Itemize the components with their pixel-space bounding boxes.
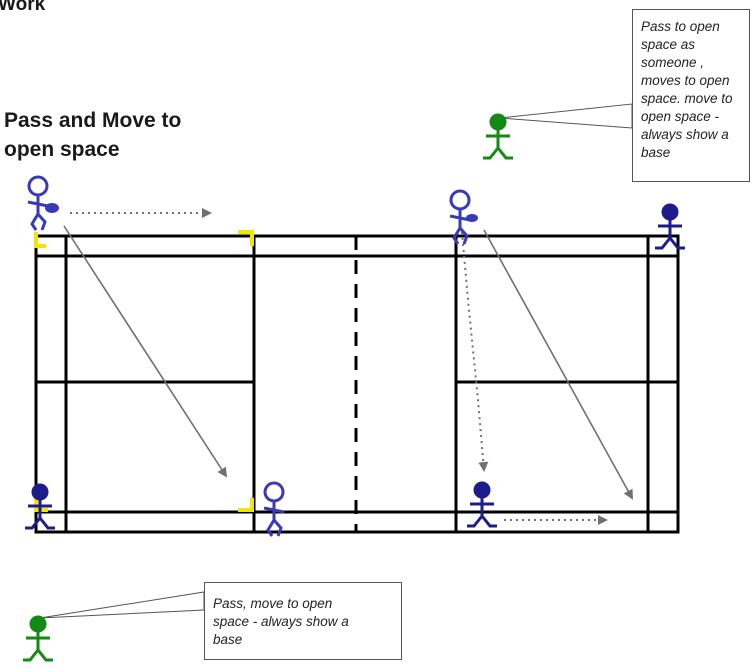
base-marker-bottom-left xyxy=(34,498,48,512)
player-bottom-center xyxy=(262,481,286,538)
callout-1-line: open space - xyxy=(641,109,720,124)
callout-box-bottom: Pass, move to open space - always show a… xyxy=(204,582,402,660)
move-arrow-right-down xyxy=(461,231,489,472)
player-bottom-right xyxy=(465,481,499,528)
drill-title-line1: Pass and Move to xyxy=(4,109,182,132)
callout-1-line: someone , xyxy=(641,55,705,70)
base-markers xyxy=(34,230,254,512)
player-bottom-left xyxy=(23,483,57,530)
base-marker-top-center xyxy=(238,230,254,246)
base-marker-bottom-center xyxy=(238,498,254,512)
callout-2-line: space - always show a xyxy=(213,614,349,629)
movement-arrows xyxy=(63,208,633,525)
callout-1-line: moves to open xyxy=(641,73,730,88)
callout-1-line: space. move to xyxy=(641,91,733,106)
badminton-court xyxy=(34,234,680,534)
player-top-right-passer xyxy=(448,189,478,246)
callout-1-line: base xyxy=(641,145,671,160)
player-top-right-corner xyxy=(653,203,687,250)
callout-1-line: space as xyxy=(641,37,696,52)
callout-2-line: base xyxy=(213,632,243,647)
drill-title: Pass and Move to open space xyxy=(4,106,234,164)
player-top-left-passer xyxy=(26,175,59,232)
pass-arrow-left xyxy=(63,225,228,478)
callout-box-top: Pass to open space as someone , moves to… xyxy=(632,9,750,182)
base-marker-top-left xyxy=(34,232,46,248)
callout-pointers xyxy=(39,103,633,619)
callout-1-pointer xyxy=(499,103,633,129)
heading-work: Work xyxy=(0,0,46,15)
callout-1-line: Pass to open xyxy=(641,19,720,34)
callout-1-line: always show a xyxy=(641,127,729,142)
coach-figure-bottom xyxy=(21,615,55,662)
callout-2-pointer xyxy=(39,591,205,619)
pass-arrow-right xyxy=(483,229,633,500)
drill-title-line2: open space xyxy=(4,138,120,161)
coach-figure-top xyxy=(481,113,515,160)
callout-2-line: Pass, move to open xyxy=(213,596,333,611)
